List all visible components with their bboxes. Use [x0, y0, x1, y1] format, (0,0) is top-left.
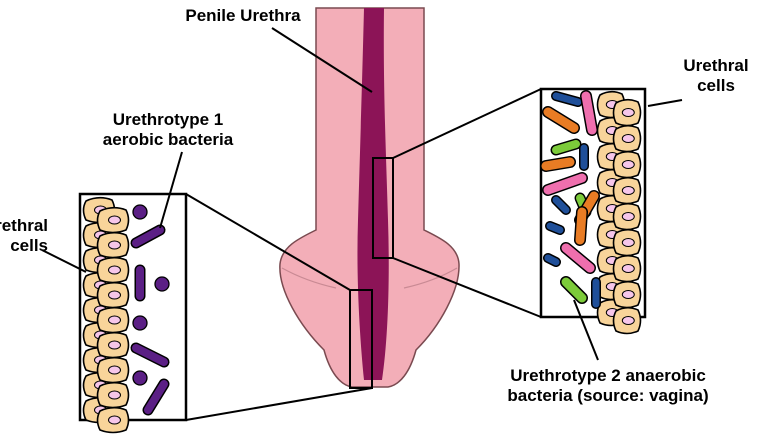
- cell-nucleus: [108, 340, 121, 350]
- rod-fill: [543, 173, 587, 195]
- cell-nucleus: [621, 264, 635, 273]
- rod-bacterium-icon: [560, 242, 596, 274]
- urethral-cell-icon: [612, 254, 642, 283]
- rod-bacterium-icon: [580, 90, 598, 136]
- left-cell-column: [82, 196, 130, 434]
- rod-bacterium-icon: [550, 138, 582, 156]
- right-cells-label-line1: Urethral: [683, 56, 749, 75]
- urethral-cell-icon: [96, 331, 130, 359]
- urethral-cell-icon: [612, 280, 642, 309]
- cell-nucleus: [108, 365, 121, 375]
- rod-fill: [541, 157, 575, 171]
- urethral-cell-icon: [612, 124, 642, 153]
- cell-nucleus: [621, 290, 635, 299]
- zoom-box-lower: [349, 289, 373, 389]
- rod-fill: [552, 140, 580, 154]
- cell-nucleus: [621, 134, 635, 143]
- rod-bacterium-icon: [574, 206, 588, 246]
- rod-bacterium-icon: [545, 221, 565, 235]
- left-cells-label-line1: Urethral: [0, 216, 48, 235]
- left-cells-label-line2: cells: [10, 236, 48, 255]
- rod-fill: [132, 226, 164, 247]
- zoom-box-upper: [372, 157, 394, 259]
- urethral-cell-icon: [96, 356, 130, 384]
- urethrotype1-label-line2: aerobic bacteria: [102, 130, 234, 149]
- anaerobic-bacteria-group: [540, 90, 601, 309]
- urethral-cell-icon: [96, 306, 130, 334]
- glans-crease: [281, 267, 458, 289]
- urethral-cell-icon: [612, 202, 642, 231]
- urethral-cell-icon: [612, 150, 642, 179]
- rod-bacterium-icon: [543, 253, 561, 267]
- cell-nucleus: [108, 415, 121, 425]
- coccus-bacterium-icon: [132, 315, 148, 331]
- urethrotype2-label: Urethrotype 2 anaerobic bacteria (source…: [478, 366, 738, 406]
- aerobic-bacteria-group: [130, 204, 170, 416]
- urethral-cell-icon: [96, 256, 130, 284]
- rod-fill: [575, 207, 587, 245]
- right-cells-label-line2: cells: [697, 76, 735, 95]
- right-cell-column: [596, 90, 642, 335]
- urethrotype2-label-line1: Urethrotype 2 anaerobic: [510, 366, 706, 385]
- cell-nucleus: [108, 390, 121, 400]
- zoom-connectors: [185, 88, 542, 421]
- cell-nucleus: [621, 186, 635, 195]
- rod-bacterium-icon: [542, 172, 588, 196]
- rod-bacterium-icon: [551, 91, 583, 107]
- rod-fill: [544, 254, 560, 266]
- urethral-cell-icon: [612, 98, 642, 127]
- rod-fill: [552, 196, 570, 214]
- right-urethral-cells-label: Urethral cells: [666, 56, 766, 96]
- urethral-cell-icon: [612, 306, 642, 335]
- rod-fill: [581, 91, 597, 135]
- rod-fill: [132, 344, 168, 366]
- rod-bacterium-icon: [542, 106, 580, 134]
- cell-nucleus: [108, 215, 121, 225]
- urethrotype1-label: Urethrotype 1 aerobic bacteria: [68, 110, 268, 150]
- coccus-bacterium-icon: [132, 204, 148, 220]
- penile-urethra-label: Penile Urethra: [185, 6, 301, 25]
- label-pointers: [41, 27, 683, 361]
- coccus-bacterium-icon: [132, 370, 148, 386]
- cell-nucleus: [621, 238, 635, 247]
- cell-nucleus: [108, 265, 121, 275]
- rod-fill: [561, 277, 587, 303]
- rod-fill: [552, 92, 582, 106]
- urethral-cell-icon: [96, 206, 130, 234]
- urethral-cell-icon: [96, 231, 130, 259]
- cell-nucleus: [621, 108, 635, 117]
- urethral-cell-icon: [612, 228, 642, 257]
- urethral-cell-icon: [96, 406, 130, 434]
- cell-nucleus: [621, 212, 635, 221]
- left-urethral-cells-label: Urethral cells: [0, 216, 48, 256]
- rod-bacterium-icon: [551, 195, 571, 215]
- rod-bacterium-icon: [560, 276, 588, 304]
- cell-nucleus: [108, 315, 121, 325]
- urethrotype1-label-line1: Urethrotype 1: [112, 110, 224, 129]
- rod-fill: [144, 380, 168, 414]
- rod-bacterium-icon: [130, 342, 170, 368]
- cell-nucleus: [621, 160, 635, 169]
- rod-fill: [543, 107, 579, 133]
- cell-nucleus: [108, 240, 121, 250]
- cell-nucleus: [621, 316, 635, 325]
- rod-bacterium-icon: [142, 378, 170, 416]
- urethral-cell-icon: [96, 281, 130, 309]
- urethrotype2-label-line2: bacteria (source: vagina): [507, 386, 709, 405]
- rod-fill: [546, 222, 564, 234]
- rod-bacterium-icon: [540, 156, 576, 172]
- rod-fill: [561, 243, 595, 273]
- urethral-cell-icon: [612, 176, 642, 205]
- coccus-bacterium-icon: [154, 276, 170, 292]
- cell-nucleus: [108, 290, 121, 300]
- urethral-cell-icon: [96, 381, 130, 409]
- rod-bacterium-icon: [130, 224, 166, 249]
